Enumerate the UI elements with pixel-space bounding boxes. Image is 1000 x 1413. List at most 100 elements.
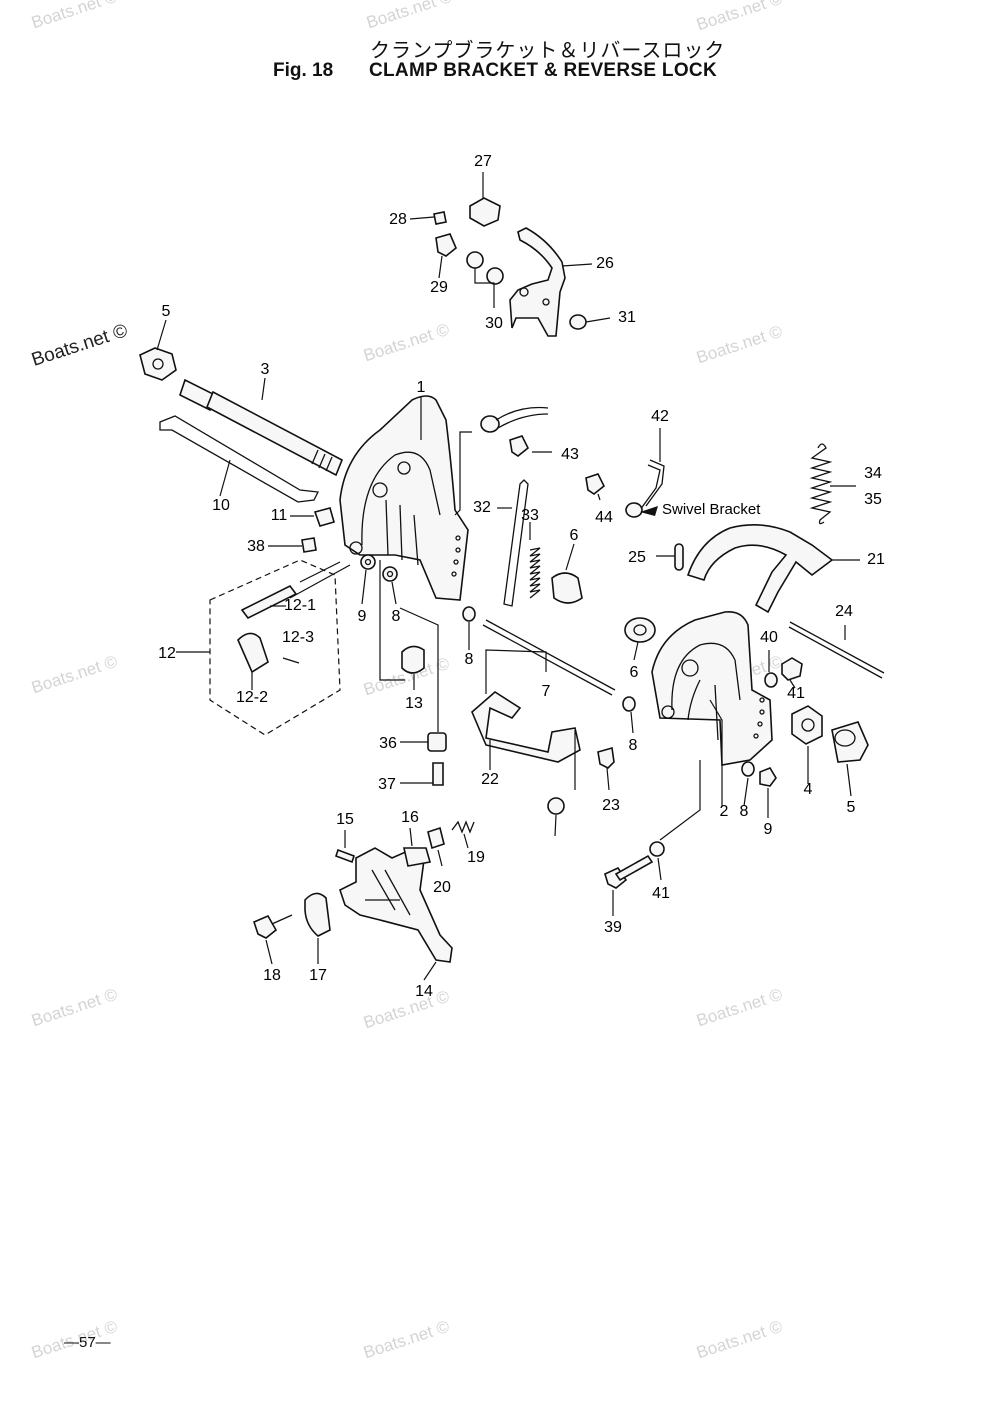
bolt-38 <box>432 762 444 786</box>
callout-number: 15 <box>336 811 354 828</box>
reverse-lock-lever-22 <box>471 691 581 763</box>
swivel-bracket-arrow <box>640 506 658 516</box>
callout-number: 35 <box>864 491 882 508</box>
callout-number: 2 <box>720 803 729 820</box>
washer-8-right <box>741 761 755 777</box>
callout-number: 14 <box>415 983 433 1000</box>
collar-6-mid <box>624 617 656 643</box>
callout-number: 29 <box>430 279 448 296</box>
callout-number: 12-3 <box>282 629 314 646</box>
callout-number: 38 <box>247 538 265 555</box>
reverse-lock-rod-33 <box>503 479 529 607</box>
clip-20 <box>427 826 445 850</box>
tilt-rod <box>159 415 319 503</box>
washers-31 <box>466 251 504 285</box>
callout-number: 8 <box>392 608 401 625</box>
screw-29 <box>433 211 447 225</box>
callout-number: 6 <box>570 527 579 544</box>
plate-17 <box>304 892 331 937</box>
callout-number: 37 <box>378 776 396 793</box>
callout-number: 11 <box>271 507 288 524</box>
callout-number: 21 <box>867 551 885 568</box>
figure-title: CLAMP BRACKET & REVERSE LOCK <box>369 60 717 81</box>
callout-number: 24 <box>835 603 853 620</box>
callout-number: 26 <box>596 255 614 272</box>
callout-number: 10 <box>212 497 230 514</box>
callout-number: 7 <box>542 683 551 700</box>
callout-number: 12-2 <box>236 689 268 706</box>
leader-lines <box>156 172 860 981</box>
callout-number: 23 <box>602 797 620 814</box>
shaft-25 <box>788 621 885 679</box>
washer-9-left <box>360 554 376 570</box>
reverse-lock-assembly-group <box>209 559 341 736</box>
reverse-lock-arm-27 <box>509 227 566 337</box>
bolt-30 <box>435 233 457 257</box>
nut-5-right <box>831 721 869 763</box>
callout-number: 5 <box>847 799 856 816</box>
screw-23 <box>597 746 615 769</box>
plate-39 <box>301 537 317 553</box>
clamp-shaft-bolt <box>179 378 344 477</box>
washer-41-upper <box>764 672 778 688</box>
callout-number: 9 <box>764 821 773 838</box>
callout-number: 12-1 <box>284 597 316 614</box>
nut-5-left <box>139 347 177 381</box>
collar-16 <box>403 847 432 867</box>
spring-35-36 <box>809 443 833 525</box>
plate-28 <box>469 197 501 227</box>
bolt-40 <box>604 854 654 889</box>
nut-42 <box>781 657 803 681</box>
callout-number: 22 <box>481 771 499 788</box>
clip-26 <box>674 543 684 571</box>
washer-24 <box>547 797 565 815</box>
callout-number: 27 <box>474 153 492 170</box>
callout-number: 34 <box>864 465 882 482</box>
nut-9-right <box>759 767 777 787</box>
callout-number: 13 <box>405 695 423 712</box>
callout-number: 1 <box>417 379 426 396</box>
nut-4 <box>791 705 823 745</box>
callout-number: 12 <box>158 645 176 662</box>
callout-number: 41 <box>787 685 805 702</box>
spring-19 <box>451 820 475 834</box>
callout-number: 42 <box>651 408 669 425</box>
callout-number: 41 <box>652 885 670 902</box>
callout-number: 6 <box>630 664 639 681</box>
callout-number: 17 <box>309 967 327 984</box>
washer-32 <box>569 314 587 330</box>
callout-number: 30 <box>485 315 503 332</box>
washer-8-left <box>382 566 398 582</box>
bolt-44-upper <box>509 435 530 457</box>
callout-number: 16 <box>401 809 419 826</box>
callout-number: 8 <box>465 651 474 668</box>
callout-number: 5 <box>162 303 171 320</box>
swivel-bracket-annotation: Swivel Bracket <box>662 501 761 518</box>
pin-15 <box>334 848 356 864</box>
figure-number: Fig. 18 <box>273 60 334 81</box>
washer-8-lower <box>622 696 636 712</box>
callout-number: 19 <box>467 849 485 866</box>
callout-number: 43 <box>561 446 579 463</box>
reverse-lock-shaft-7 <box>482 619 616 696</box>
collar-6-top <box>551 572 583 604</box>
japanese-title: クランプブラケット＆リバースロック <box>370 38 726 62</box>
page-number: —57— <box>64 1334 111 1351</box>
callout-number: 36 <box>379 735 397 752</box>
callout-number: 20 <box>433 879 451 896</box>
bolt-44-lower <box>585 473 606 495</box>
support-bracket-14 <box>339 847 453 963</box>
callout-number: 25 <box>628 549 646 566</box>
clamp-bracket-right <box>651 610 773 766</box>
callout-number: 40 <box>760 629 778 646</box>
callout-number: 9 <box>358 608 367 625</box>
bushing-13 <box>401 645 425 674</box>
clamp-bracket-left <box>339 395 469 601</box>
washer-41-lower <box>649 841 665 857</box>
swivel-stop-bracket-21 <box>686 524 834 614</box>
callout-number: 31 <box>618 309 636 326</box>
bolt-11 <box>313 507 335 527</box>
cable-43 <box>480 406 665 518</box>
